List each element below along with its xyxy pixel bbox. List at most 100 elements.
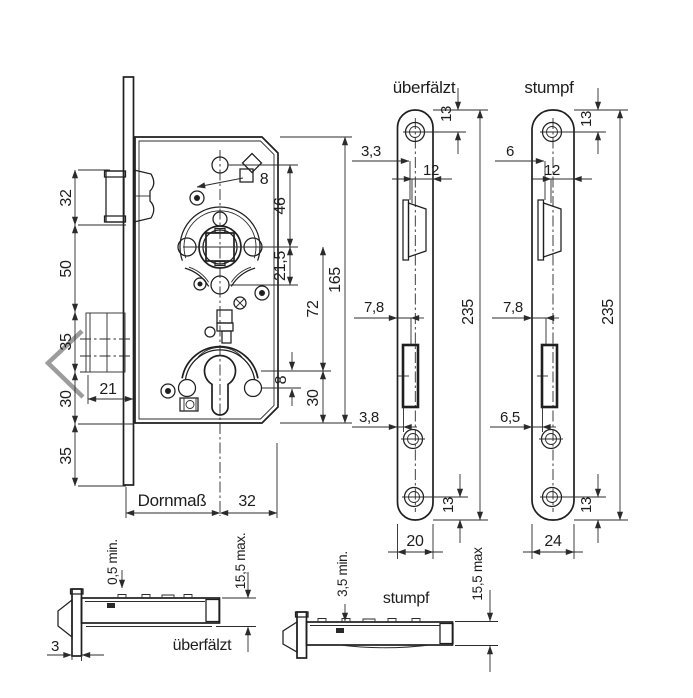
dim-label-72: 72 xyxy=(305,300,322,318)
extension-lines xyxy=(78,136,352,518)
side-view-ueberfaelzt: 0,5 min. 15,5 max. 3 überfälzt xyxy=(47,533,256,661)
dim-label-235: 235 xyxy=(460,299,477,325)
lever-block-upper xyxy=(216,309,233,324)
spring-box xyxy=(179,397,199,412)
faceplate-lip xyxy=(69,588,84,595)
dim-label-35b: 35 xyxy=(58,447,75,465)
fixing-hole-left xyxy=(177,378,197,398)
dim-label-12: 12 xyxy=(423,162,439,179)
rivet-center xyxy=(165,388,171,394)
dim-label-6: 6 xyxy=(506,143,514,160)
rivet-icon xyxy=(204,326,216,338)
spring-box-roller xyxy=(185,400,195,409)
plate-extension-lines xyxy=(523,109,628,559)
dim-label-3-8: 3,8 xyxy=(359,409,379,426)
latch-wedge xyxy=(282,620,298,654)
dim-label-7-8: 7,8 xyxy=(503,299,523,316)
dim-label-13-bottom: 13 xyxy=(578,497,595,513)
omitted-marker-chevron xyxy=(44,329,85,399)
rosette-arc-lower-left xyxy=(184,267,210,287)
dim-label-21-5: 21,5 xyxy=(272,251,289,281)
dim-label-0-5-min: 0,5 min. xyxy=(105,539,120,585)
dim-label-20: 20 xyxy=(406,533,424,550)
dim-label-50: 50 xyxy=(58,260,75,278)
deadbolt-outline xyxy=(85,312,126,373)
dim-label-24: 24 xyxy=(544,533,562,550)
dim-label-165: 165 xyxy=(327,267,344,293)
body-end-cap xyxy=(205,598,220,623)
rivet-center xyxy=(259,290,265,296)
dim-label-30b: 30 xyxy=(305,389,322,407)
fixing-hole-right xyxy=(243,378,263,398)
lock-case-inner-edge xyxy=(138,140,275,420)
euro-profile-cylinder-hole xyxy=(203,354,237,416)
rosette-arc-lower-left-inner xyxy=(188,266,209,283)
dim-label-8: 8 xyxy=(273,375,290,384)
front-dimensions xyxy=(71,136,349,517)
side-extension-lines xyxy=(455,621,498,646)
screw-hole-centerlines xyxy=(401,131,427,498)
faceplate-edge xyxy=(296,611,308,659)
dim-label-32-edge: 32 xyxy=(238,493,256,510)
dim-label-3-5-min: 3,5 min. xyxy=(335,551,350,597)
plate-title: stumpf xyxy=(524,78,574,97)
lever-block-mid xyxy=(216,322,234,332)
dim-label-46: 46 xyxy=(272,197,289,215)
latch-cap-top xyxy=(103,170,127,178)
dim-label-21: 21 xyxy=(99,381,117,398)
faceplate-front xyxy=(122,76,135,486)
square-symbol xyxy=(239,168,254,183)
latch-bolt-body xyxy=(105,170,125,223)
side-extension-lines xyxy=(71,597,256,661)
dim-label-7-8: 7,8 xyxy=(364,299,384,316)
dim-label-32: 32 xyxy=(58,189,75,207)
body-inner-lines xyxy=(85,601,212,627)
dim-label-6-5: 6,5 xyxy=(500,409,520,426)
deadbolt-phantom xyxy=(44,312,134,399)
screw-cross xyxy=(235,298,245,308)
deadbolt-steps xyxy=(89,313,108,372)
side-view-title: überfälzt xyxy=(173,637,233,654)
rivet-center xyxy=(194,195,200,201)
dim-label-30: 30 xyxy=(58,390,75,408)
square-leader-arrow xyxy=(196,177,244,189)
deadbolt-centerlines xyxy=(80,338,134,357)
latch-slot xyxy=(537,199,545,261)
body-end-cap xyxy=(439,622,454,645)
rosette-arc-upper xyxy=(179,206,261,261)
dim-label-35a: 35 xyxy=(58,333,75,351)
spring-box-lines xyxy=(183,398,197,411)
side-slot xyxy=(336,628,344,633)
case-rivets xyxy=(160,190,270,399)
dim-label-3: 3 xyxy=(51,638,59,655)
lock-case-outline xyxy=(134,136,279,424)
rivet-icon xyxy=(189,190,205,206)
square-size-label: 8 xyxy=(260,171,269,188)
latch-bevel xyxy=(407,202,427,258)
dim-label-13-top: 13 xyxy=(578,111,595,127)
rivet-icon xyxy=(254,285,270,301)
latch-bolt xyxy=(103,169,155,223)
diamond-symbol xyxy=(241,152,263,174)
faceplate-lip xyxy=(294,611,309,618)
dim-label-13-bottom: 13 xyxy=(440,497,457,513)
side-view-stumpf: 3,5 min. stumpf 15,5 max xyxy=(282,547,498,672)
plate-stumpf: stumpf 13 6 12 7,8 6,5 235 24 13 xyxy=(490,78,628,559)
rivet-icon xyxy=(160,383,176,399)
latch-slot xyxy=(402,199,410,261)
rivet-center xyxy=(197,281,203,287)
rosette-arc-lower-right-inner xyxy=(231,266,252,283)
body-inner-lines xyxy=(310,625,440,649)
side-view-title: stumpf xyxy=(383,590,430,607)
faceplate-edge xyxy=(71,588,83,657)
plate-ueberfaelzt: überfälzt 13 3,3 12 7,8 3,8 235 20 13 xyxy=(352,78,488,559)
dim-label-12: 12 xyxy=(544,162,560,179)
latch-wedge xyxy=(57,598,73,639)
backset-label: Dornmaß xyxy=(138,491,207,510)
top-rivets xyxy=(117,594,193,598)
dim-label-15-5-max: 15,5 max. xyxy=(233,533,248,590)
dim-label-15-5-max: 15,5 max xyxy=(470,547,485,601)
lever-mechanism xyxy=(179,309,234,412)
